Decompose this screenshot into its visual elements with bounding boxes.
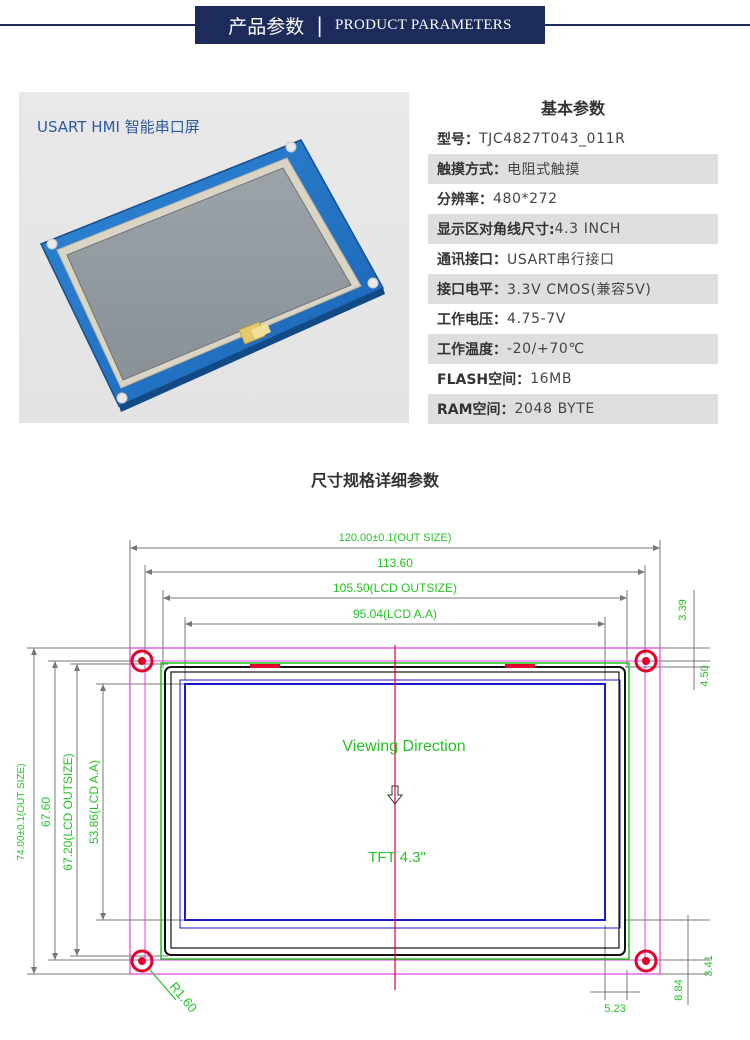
dim-lcd-outsize-h: 67.20(LCD OUTSIZE) [61,753,75,870]
spec-value: 电阻式触摸 [507,162,580,178]
header-separator: | [316,13,324,37]
spec-row-diagonal: 显示区对角线尺寸:4.3 INCH [428,214,718,244]
spec-key: 触摸方式： [437,162,507,178]
spec-key: 通讯接口： [437,252,507,268]
dim-523: 5.23 [604,1003,625,1015]
dim-450: 4.50 [699,665,711,686]
viewing-direction-label: Viewing Direction [342,738,465,755]
spec-row-flash: FLASH空间：16MB [428,364,718,394]
spec-key: 接口电平： [437,282,507,298]
header-rule-right [545,24,750,26]
spec-key: FLASH空间： [437,372,531,388]
spec-value: 480*272 [493,191,558,207]
header-title-cn: 产品参数 [228,15,305,38]
spec-value: 3.3V CMOS(兼容5V) [507,282,652,298]
spec-key: 工作电压： [437,312,507,328]
dim-out-size: 120.00±0.1(OUT SIZE) [339,532,452,544]
dim-lcd-aa-h: 53.86(LCD A.A) [87,760,101,844]
hmi-board-illustration [39,139,385,412]
tft-size-label: TFT 4.3" [368,849,426,866]
spec-key: 显示区对角线尺寸: [437,222,555,238]
spec-row-ram: RAM空间：2048 BYTE [428,394,718,424]
dim-radius: R1.60 [167,979,201,1015]
product-photo: USART HMI 智能串口屏 [19,92,409,423]
spec-value: -20/+70℃ [507,341,585,357]
spec-key: RAM空间： [437,402,515,418]
header-title-en: PRODUCT PARAMETERS [335,16,512,33]
spec-key: 分辨率： [437,192,493,208]
spec-title: 基本参数 [540,99,605,118]
spec-row-resolution: 分辨率：480*272 [428,184,718,214]
spec-row-level: 接口电平：3.3V CMOS(兼容5V) [428,274,718,304]
dim-113: 113.60 [377,556,413,570]
dim-h-6760: 67.60 [39,797,53,827]
spec-key: 型号： [437,132,479,148]
spec-value: 16MB [530,371,573,387]
down-arrow-icon [386,785,404,805]
header-rule-left [0,24,195,26]
spec-value: 2048 BYTE [514,401,595,417]
spec-row-touch: 触摸方式：电阻式触摸 [428,154,718,184]
spec-value: 4.75-7V [507,311,566,327]
spec-value: TJC4827T043_011R [479,131,626,147]
spec-row-interface: 通讯接口：USART串行接口 [428,244,718,274]
dim-lcd-aa-w: 95.04(LCD A.A) [353,607,437,621]
dim-339: 3.39 [677,599,689,620]
drawing-title: 尺寸规格详细参数 [310,471,439,490]
section-header: 产品参数 | PRODUCT PARAMETERS [195,6,545,44]
dim-341: 3.41 [703,955,715,976]
spec-row-model: 型号：TJC4827T043_011R [428,124,718,154]
spec-row-voltage: 工作电压：4.75-7V [428,304,718,334]
dimension-drawing: 120.00±0.1(OUT SIZE) 113.60 105.50(LCD O… [16,532,715,1015]
dim-884: 8.84 [673,979,685,1000]
spec-value: USART串行接口 [507,252,615,268]
spec-value: 4.3 INCH [554,221,622,237]
spec-key: 工作温度： [437,342,507,358]
dim-lcd-outsize-w: 105.50(LCD OUTSIZE) [333,581,457,595]
dim-h-out: 74.00±0.1(OUT SIZE) [16,763,27,860]
spec-row-temperature: 工作温度：-20/+70℃ [428,334,718,364]
spec-table: 型号：TJC4827T043_011R 触摸方式：电阻式触摸 分辨率：480*2… [428,124,718,424]
photo-caption: USART HMI 智能串口屏 [37,118,200,136]
